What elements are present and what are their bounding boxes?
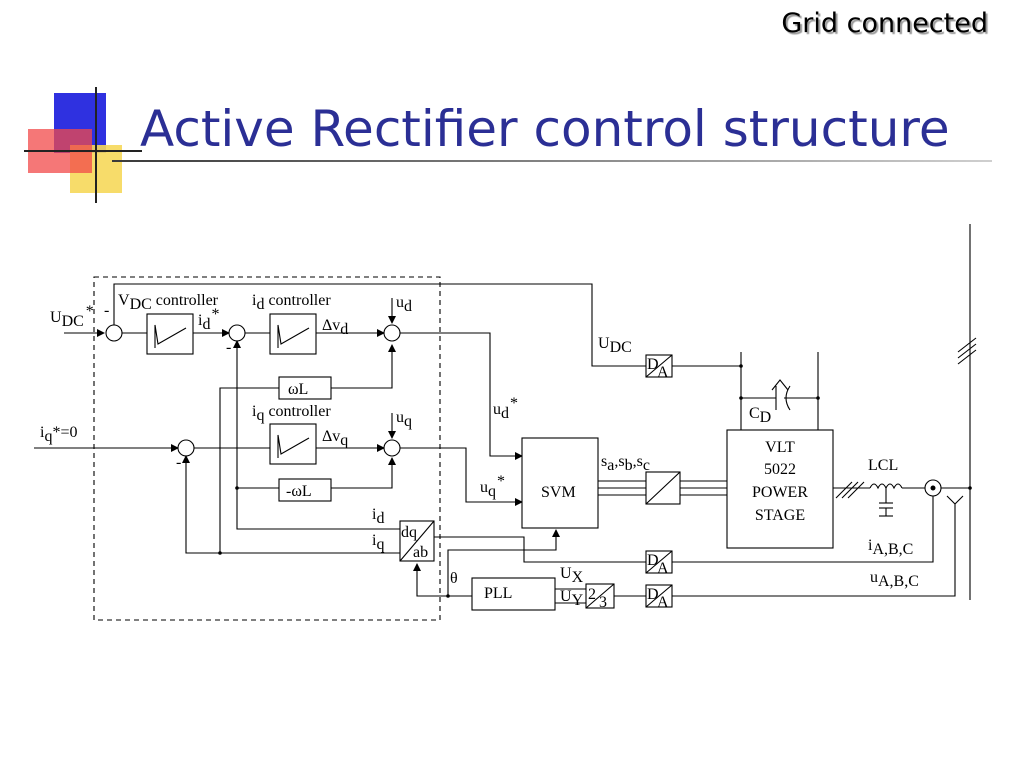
ad-udc-a: A [657,364,669,381]
dq-label: dq [401,524,417,541]
minus-omega-l-block [278,478,332,502]
ad-current-a: A [657,560,669,577]
omega-l-label: ωL [288,381,308,398]
id-pi-block [269,313,317,355]
iq-ref-label: iq*=0 [40,424,77,445]
udc-meas-label: UDC [598,335,632,356]
pll-label: PLL [484,585,512,602]
ud-sum-label: ud [396,294,412,315]
uy-label: UY [560,588,584,609]
transform-23-bottom: 3 [599,594,607,611]
ud-ref-label: ud* [493,395,518,422]
id-feedback-label: id [372,506,384,527]
vdc-controller-label: VDC controller [118,292,219,313]
vlt-line-2: 5022 [764,461,796,478]
id-ref-label: id* [198,306,219,333]
ab-label: ab [413,544,428,561]
slide-title: Active Rectifier control structure [140,100,950,158]
sum-id [228,324,246,342]
grid-bus [957,224,977,600]
svm-block [521,437,599,529]
vlt-line-4: STAGE [755,507,805,524]
sum-ud [383,324,401,342]
minus-sign-id: - [226,339,231,356]
title-rule [112,160,992,162]
lcl-label: LCL [868,457,898,474]
vlt-line-1: VLT [765,439,795,456]
minus-sign-udc: - [104,302,109,319]
ad-udc-d: D [647,356,659,373]
sum-uq [383,439,401,457]
power-stage-block [726,429,834,549]
uq-sum-label: uq [396,409,412,430]
ad-voltage-d: D [647,586,659,603]
vlt-line-3: POWER [752,484,808,501]
theta-label: θ [450,570,458,587]
cap-label: CD [749,405,771,426]
delta-vd-label: Δvd [322,317,348,338]
u-abc-label: uA,B,C [870,569,919,590]
ad-voltage-a: A [657,594,669,611]
vdc-pi-block [146,313,194,355]
iq-feedback-label: iq [372,532,384,553]
switching-label: sa,sb,sc [601,453,650,474]
transform-23-top: 2 [588,586,596,603]
pll-block [471,577,556,611]
sum-udc [105,324,123,342]
minus-omega-l-label: -ωL [286,483,312,500]
iq-pi-block [269,423,317,465]
minus-sign-iq: - [176,454,181,471]
iq-controller-label: iq controller [252,403,331,424]
delta-vq-label: Δvq [322,428,348,449]
id-controller-label: id controller [252,292,331,313]
i-abc-label: iA,B,C [868,537,913,558]
ad-current-d: D [647,552,659,569]
ux-label: UX [560,565,584,586]
title-decoration [24,87,142,203]
udc-ref-label: UDC* [50,303,94,330]
svm-label: SVM [541,484,576,501]
uq-ref-label: uq* [480,473,505,500]
header-tag: Grid connected [781,8,988,39]
